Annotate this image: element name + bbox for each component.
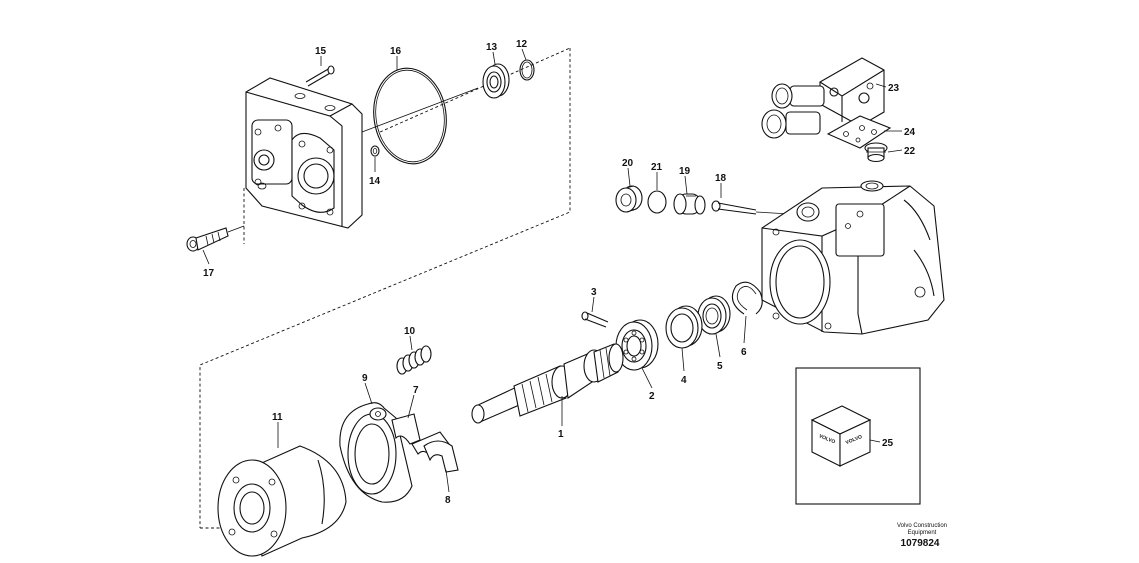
label-1: 1 (558, 429, 564, 440)
label-13: 13 (486, 42, 498, 53)
label-5: 5 (717, 361, 723, 372)
part-3-screw (581, 311, 609, 328)
part-2-bearing (615, 319, 659, 371)
label-2: 2 (649, 391, 655, 402)
part-22-plug (864, 142, 888, 163)
part-14-small-ring (370, 145, 380, 157)
part-6-circlip (731, 281, 763, 315)
end-cover-housing (245, 77, 363, 229)
label-3: 3 (591, 287, 597, 298)
label-22: 22 (904, 146, 916, 157)
label-8: 8 (445, 495, 451, 506)
label-6: 6 (741, 347, 747, 358)
part-16-o-ring (373, 67, 447, 165)
label-24: 24 (904, 127, 916, 138)
part-17-bolt (186, 225, 245, 252)
part-19-piston (673, 193, 706, 215)
callout-labels: 15 16 13 12 14 17 23 24 22 20 21 19 18 3… (203, 39, 916, 506)
part-12-snap-ring (519, 59, 535, 81)
label-9: 9 (362, 373, 368, 384)
label-18: 18 (715, 173, 727, 184)
part-4-spacer-ring (665, 305, 703, 349)
label-15: 15 (315, 46, 327, 57)
part-23-control-valve (761, 57, 885, 139)
part-9-swash-plate (339, 402, 413, 503)
part-5-shaft-seal (697, 295, 731, 335)
label-10: 10 (404, 326, 416, 337)
part-24-gasket-plate (826, 115, 892, 149)
pump-housing (761, 180, 945, 335)
part-25-kit-box: VOLVO VOLVO (795, 367, 921, 505)
assembly-axis-top (361, 87, 479, 133)
credit-line-1: Volvo Construction (897, 523, 947, 529)
label-25: 25 (882, 438, 894, 449)
label-20: 20 (622, 158, 634, 169)
part-20-plug (615, 185, 643, 213)
part-21-o-ring (647, 190, 667, 214)
part-15-screw (305, 65, 335, 87)
document-id: 1079824 (901, 538, 940, 549)
part-11-cylinder-barrel (217, 445, 347, 557)
part-8-bracket (423, 440, 459, 473)
label-7: 7 (413, 385, 419, 396)
part-18-pin (711, 200, 791, 215)
label-21: 21 (651, 162, 663, 173)
label-12: 12 (516, 39, 528, 50)
label-16: 16 (390, 46, 402, 57)
part-13-bearing (482, 63, 510, 99)
label-11: 11 (272, 412, 283, 423)
leader-lines (202, 48, 903, 493)
label-4: 4 (681, 375, 687, 386)
label-14: 14 (369, 176, 381, 187)
part-10-spring (396, 345, 432, 375)
part-1-drive-shaft (471, 343, 624, 424)
credit-line-2: Equipment (908, 530, 937, 536)
label-17: 17 (203, 268, 215, 279)
label-19: 19 (679, 166, 691, 177)
label-23: 23 (888, 83, 900, 94)
credit-block: Volvo Construction Equipment 1079824 (897, 523, 947, 549)
